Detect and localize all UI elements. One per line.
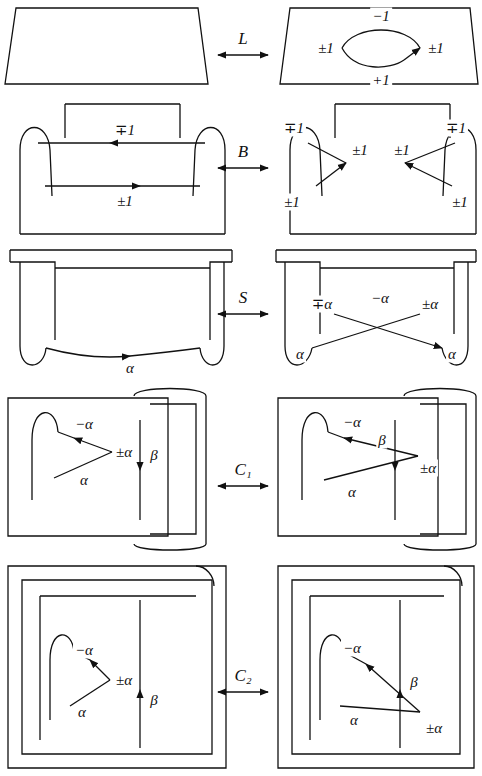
sign-label: +1 <box>370 72 392 89</box>
sign-label: ±1 <box>316 40 336 57</box>
sign-label: ±1 <box>392 142 412 159</box>
sign-label: ±1 <box>450 194 470 211</box>
sign-label: β <box>408 674 419 691</box>
sign-label: α <box>446 346 458 363</box>
sign-label: ±1 <box>426 40 446 57</box>
sign-label: ∓1 <box>444 120 468 137</box>
sign-label: −α <box>73 642 95 659</box>
sign-label: −α <box>341 640 363 657</box>
sign-label: −α <box>369 290 391 307</box>
move-name: S <box>237 288 250 307</box>
sign-label: β <box>148 692 159 709</box>
sign-label: ±α <box>114 672 134 689</box>
sign-label: ±α <box>420 296 440 313</box>
sign-label: α <box>294 346 306 363</box>
move-name: C₁ <box>232 460 253 479</box>
sign-label: −α <box>73 416 95 433</box>
sign-label: ±α <box>114 444 134 461</box>
sign-label: −1 <box>370 8 392 25</box>
sign-label: β <box>376 432 387 449</box>
sign-label: α <box>124 360 136 377</box>
sign-label: ±1 <box>282 194 302 211</box>
sign-label: ±1 <box>350 142 370 159</box>
sign-label: β <box>148 447 159 464</box>
sign-label: ±1 <box>115 193 135 210</box>
sign-label: α <box>76 704 88 721</box>
sign-label: −α <box>341 414 363 431</box>
sign-label: ±α <box>418 460 438 477</box>
sign-label: ∓α <box>310 296 334 313</box>
move-name: C₂ <box>232 666 253 685</box>
move-name: L <box>236 29 249 48</box>
sign-label: ±α <box>424 720 444 737</box>
sign-label: ∓1 <box>113 122 137 139</box>
sign-label: α <box>78 472 90 489</box>
sign-label: ∓1 <box>282 120 306 137</box>
move-name: B <box>236 142 250 161</box>
sign-label: α <box>348 712 360 729</box>
sign-label: α <box>346 484 358 501</box>
